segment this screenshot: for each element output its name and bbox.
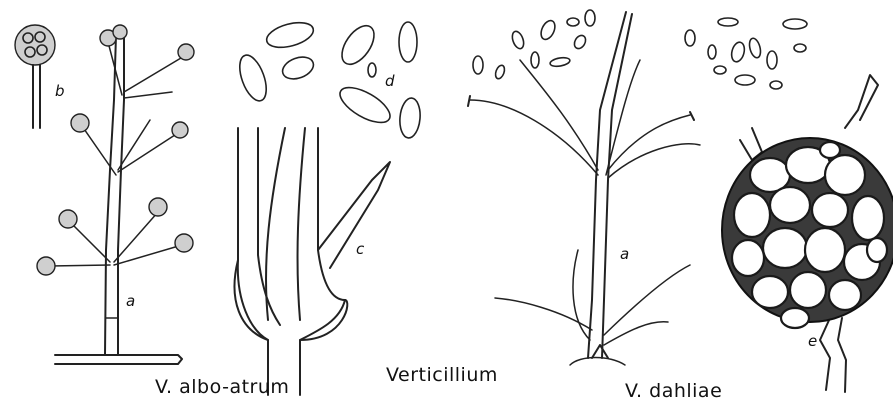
caption-verticillium: Verticillium — [386, 364, 498, 386]
albo-atrum-conidiophore — [37, 25, 194, 364]
label-e: e — [808, 332, 817, 350]
label-b: b — [55, 82, 65, 100]
phialide-detail-c — [235, 128, 390, 395]
dahliae-conidia-center — [473, 10, 595, 80]
caption-v-albo-atrum: V. albo-atrum — [155, 376, 289, 398]
label-c: c — [356, 240, 364, 258]
caption-v-dahliae: V. dahliae — [625, 380, 722, 402]
label-a-albo-atrum: a — [126, 292, 135, 310]
dahliae-conidia-right — [685, 18, 807, 89]
capitulum-detail-b — [15, 25, 55, 128]
label-a-dahliae: a — [620, 245, 629, 263]
label-d: d — [385, 72, 395, 90]
